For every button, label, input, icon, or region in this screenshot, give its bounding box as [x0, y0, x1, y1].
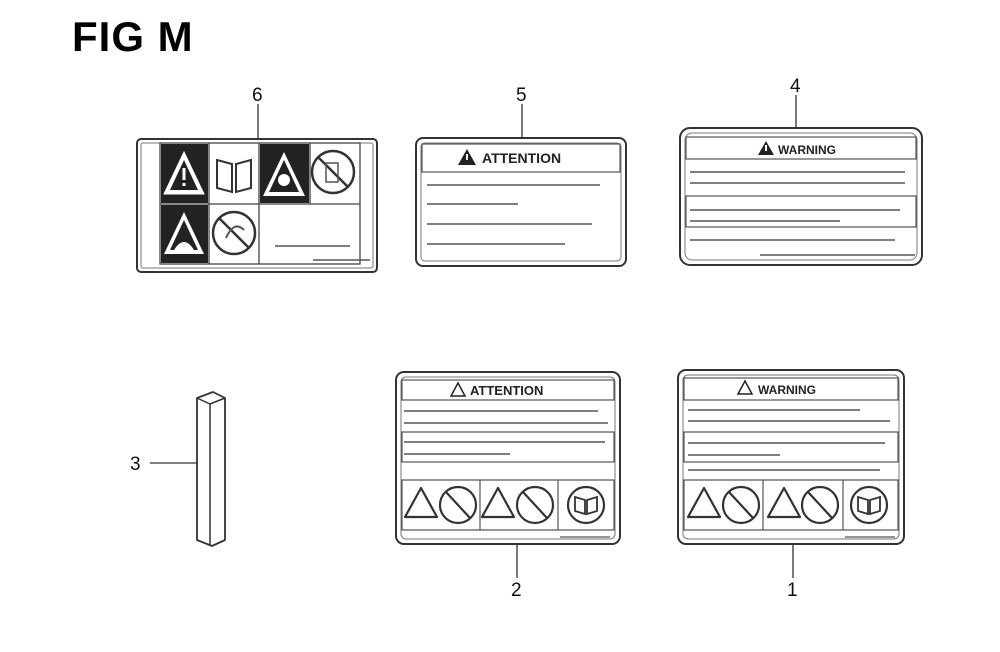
leader-lines: [150, 95, 797, 578]
callout-4: 4: [790, 76, 801, 97]
callout-5: 5: [516, 85, 527, 106]
part-3-bar: [196, 391, 226, 547]
callout-2: 2: [511, 580, 522, 601]
label-5-header-text: ATTENTION: [482, 150, 561, 166]
label-4-header-text: WARNING: [778, 143, 836, 157]
callout-1: 1: [787, 580, 798, 601]
label-6-symbol-decal: [136, 138, 378, 273]
figure-title: FIG M: [72, 13, 194, 60]
label-5-attention-decal: ATTENTION: [415, 137, 627, 267]
callout-6: 6: [252, 85, 263, 106]
label-4-warning-decal: WARNING: [679, 127, 923, 266]
label-1-header-text: WARNING: [758, 383, 816, 397]
label-2-attention-decal: ATTENTION: [395, 371, 621, 545]
label-2-header-text: ATTENTION: [470, 383, 543, 398]
label-1-warning-decal: WARNING: [677, 369, 905, 545]
callout-3: 3: [130, 454, 141, 475]
